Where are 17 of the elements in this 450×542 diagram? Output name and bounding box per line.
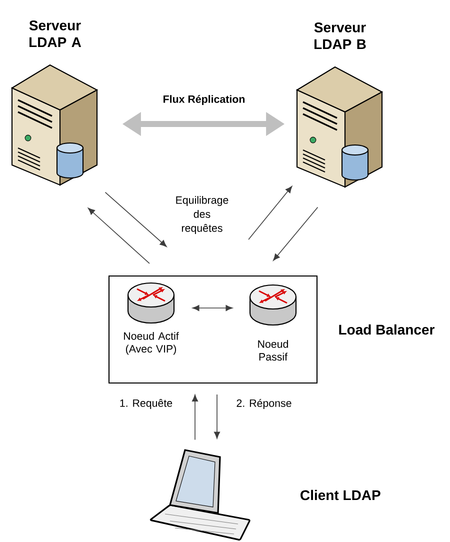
arrow (88, 208, 150, 264)
edge-label: 1. Requête (118, 398, 174, 410)
node-label: Serveur LDAP B (314, 22, 366, 50)
arrow (248, 186, 292, 240)
node-label: Serveur LDAP A (29, 20, 82, 48)
edge-label: 2. Réponse (234, 398, 294, 410)
node-label: Load Balancer (339, 324, 434, 335)
node-label: Noeud Actif (Avec VIP) (124, 332, 179, 355)
edge-label: Flux Réplication (161, 94, 247, 106)
arrow (273, 206, 318, 261)
node-label: Noeud Passif (258, 340, 288, 361)
arrow (104, 192, 167, 247)
arrow (192, 305, 233, 311)
arrow (192, 394, 198, 440)
note-text: Equilibrage des requêtes (176, 196, 228, 234)
node-label: Client LDAP (300, 490, 380, 500)
arrow (214, 394, 220, 439)
